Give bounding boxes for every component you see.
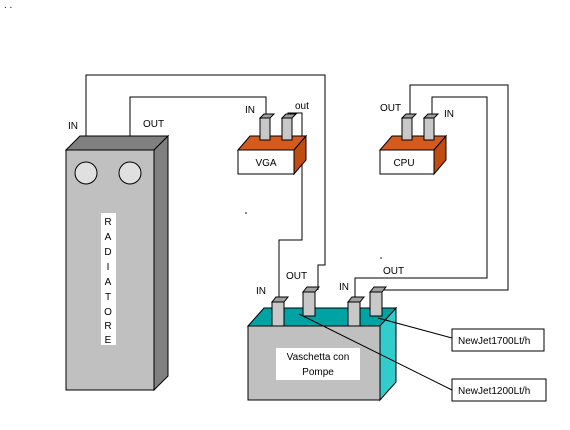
reservoir-in-right-label: IN bbox=[339, 282, 349, 293]
radiator-letter: E bbox=[105, 335, 112, 346]
reservoir-out-left-fitting-top bbox=[301, 286, 321, 293]
radiator-in-port bbox=[74, 161, 98, 185]
vga-label: VGA bbox=[255, 158, 276, 169]
radiator-label-panel bbox=[101, 213, 116, 345]
cpu-in-fitting bbox=[423, 117, 435, 141]
reservoir-out-right-label: OUT bbox=[383, 266, 404, 277]
radiator-top-face bbox=[64, 135, 170, 151]
radiator-side-face bbox=[153, 134, 169, 392]
pump-1700-label: NewJet1700Lt/h bbox=[458, 336, 530, 347]
radiator-letter: T bbox=[105, 292, 111, 303]
cpu-front-face bbox=[379, 149, 435, 175]
radiator-letter: A bbox=[105, 232, 112, 243]
radiator-out-label: OUT bbox=[143, 119, 164, 130]
vga-out-fitting bbox=[281, 117, 293, 141]
cpu-in-fitting-top bbox=[422, 113, 440, 119]
reservoir-out-left-label: OUT bbox=[286, 271, 307, 282]
radiator-in-label: IN bbox=[68, 121, 78, 132]
pump-1700-box bbox=[451, 328, 545, 352]
reservoir: Vaschetta con Pompe IN OUT IN OUT bbox=[246, 266, 404, 402]
reservoir-in-left-fitting bbox=[271, 301, 285, 327]
cpu-in-label: IN bbox=[444, 109, 454, 120]
stray-dot bbox=[380, 257, 382, 259]
reservoir-out-left-fitting bbox=[302, 291, 316, 317]
radiator-out-port bbox=[118, 161, 142, 185]
reservoir-in-left-label: IN bbox=[256, 286, 266, 297]
callout-line-1700 bbox=[377, 317, 453, 339]
reservoir-out-right-fitting bbox=[369, 291, 383, 317]
radiator-letter: R bbox=[104, 217, 111, 228]
radiator: R A D I A T O R E IN OUT bbox=[64, 119, 170, 392]
reservoir-in-right-fitting bbox=[347, 301, 361, 327]
vga-block: VGA IN out bbox=[236, 101, 309, 176]
reservoir-in-right-fitting-top bbox=[346, 296, 366, 303]
vga-in-fitting bbox=[259, 117, 271, 141]
cpu-out-fitting bbox=[401, 117, 413, 141]
vga-out-fitting-top bbox=[280, 113, 298, 119]
radiator-letter: I bbox=[107, 262, 110, 273]
stray-dot bbox=[245, 212, 247, 214]
reservoir-out-right-fitting-top bbox=[368, 286, 388, 293]
radiator-letter: O bbox=[104, 307, 112, 318]
cpu-label: CPU bbox=[393, 158, 414, 169]
callout-line-1200 bbox=[298, 313, 453, 391]
pipe-radiator-in bbox=[85, 74, 326, 290]
vga-in-label: IN bbox=[245, 105, 255, 116]
pump-1200-box bbox=[451, 378, 547, 402]
vga-in-fitting-top bbox=[258, 113, 276, 119]
radiator-letter: A bbox=[105, 277, 112, 288]
vga-front-face bbox=[237, 149, 295, 175]
cpu-out-label: OUT bbox=[380, 103, 401, 114]
cpu-block: CPU OUT IN bbox=[378, 103, 454, 176]
reservoir-label-panel bbox=[276, 348, 360, 380]
reservoir-in-left-fitting-top bbox=[270, 296, 290, 303]
vga-out-label: out bbox=[295, 101, 309, 112]
header-mark: . . bbox=[4, 0, 12, 11]
reservoir-label-line1: Vaschetta con bbox=[287, 352, 350, 363]
radiator-letter: D bbox=[104, 247, 111, 258]
radiator-letter: R bbox=[104, 321, 111, 332]
radiator-label: R A D I A T O R E bbox=[104, 217, 112, 346]
pump-callouts: NewJet1700Lt/h NewJet1200Lt/h bbox=[298, 313, 547, 402]
pipe-cpu-in bbox=[354, 96, 488, 300]
cpu-out-fitting-top bbox=[400, 113, 418, 119]
reservoir-label-line2: Pompe bbox=[302, 367, 334, 378]
pump-1200-label: NewJet1200Lt/h bbox=[458, 386, 530, 397]
